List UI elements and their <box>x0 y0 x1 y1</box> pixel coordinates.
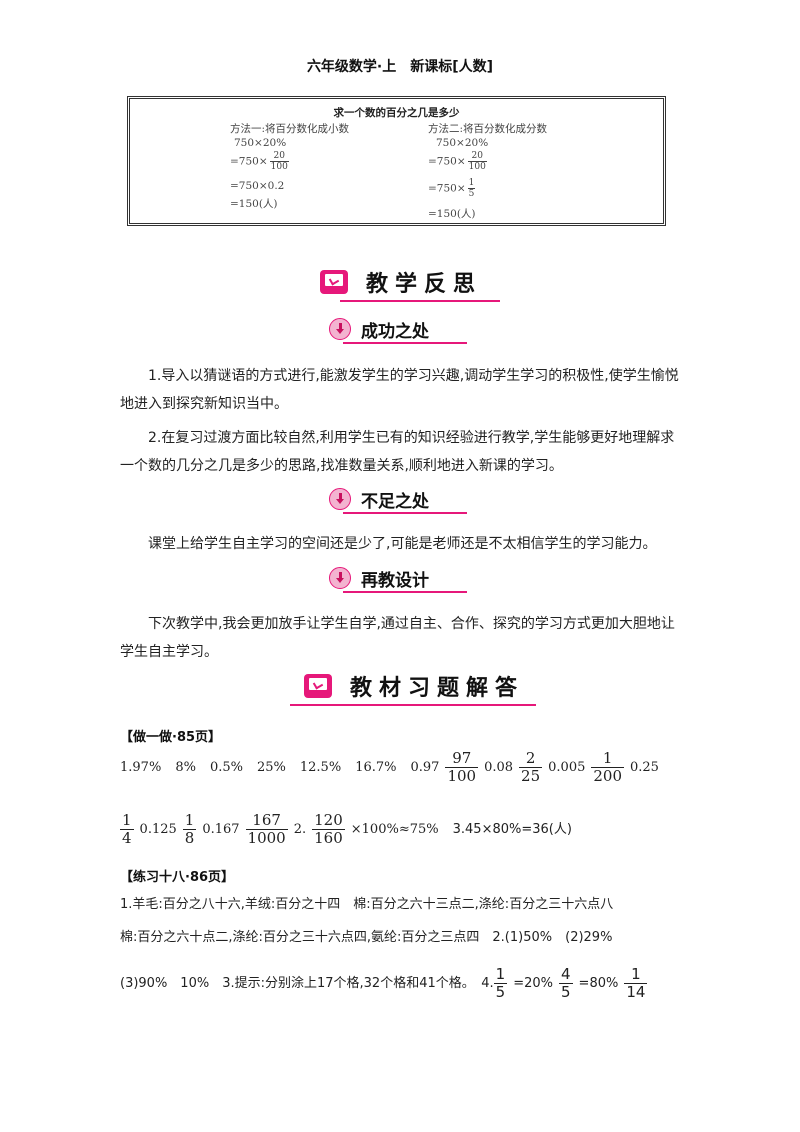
success-para-2: 2.在复习过渡方面比较自然,利用学生已有的知识经验进行教学,学生能够更好地理解求… <box>120 430 675 474</box>
monitor-icon <box>320 270 348 294</box>
answers-heading-86: 【练习十八·86页】 <box>120 870 235 885</box>
method-one-line1: 750×20% <box>234 137 287 149</box>
subsection-underline <box>343 342 467 344</box>
section-title: 教材习题解答 <box>350 676 525 701</box>
method-box-title: 求一个数的百分之几是多少 <box>333 107 460 119</box>
success-para-1: 1.导入以猜谜语的方式进行,能激发学生的学习兴趣,调动学生学习的积极性,使学生愉… <box>120 368 679 412</box>
method-box: 求一个数的百分之几是多少 方法一:将百分数化成小数 750×20% =750×2… <box>127 96 666 226</box>
arrow-down-icon <box>329 318 351 340</box>
subsection-shortcoming: 不足之处 <box>329 486 469 514</box>
method-two-heading: 方法二:将百分数化成分数 <box>428 123 548 135</box>
subsection-title: 不足之处 <box>361 492 429 512</box>
method-two-line4: =150(人) <box>428 208 476 220</box>
section-banner-answers: 教材习题解答 <box>290 670 544 706</box>
subsection-title: 再教设计 <box>361 571 429 591</box>
subsection-title: 成功之处 <box>361 322 429 342</box>
section-underline <box>290 704 536 706</box>
method-one-heading: 方法一:将百分数化成小数 <box>230 123 350 135</box>
method-one-line3: =750×0.2 <box>230 180 285 192</box>
subsection-redesign: 再教设计 <box>329 565 469 593</box>
redesign-para: 下次教学中,我会更加放手让学生自学,通过自主、合作、探究的学习方式更加大胆地让学… <box>120 616 675 660</box>
answers-line-3: 1.羊毛:百分之八十六,羊绒:百分之十四 棉:百分之六十三点二,涤纶:百分之三十… <box>120 897 614 912</box>
section-banner-reflection: 教学反思 <box>320 266 500 302</box>
subsection-underline <box>343 512 467 514</box>
page-header: 六年级数学·上 新课标[人数] <box>306 59 494 75</box>
answers-heading-85: 【做一做·85页】 <box>120 730 222 745</box>
method-two-line1: 750×20% <box>436 137 489 149</box>
subsection-success: 成功之处 <box>329 316 469 344</box>
section-underline <box>340 300 500 302</box>
arrow-down-icon <box>329 567 351 589</box>
arrow-down-icon <box>329 488 351 510</box>
subsection-underline <box>343 591 467 593</box>
section-title: 教学反思 <box>366 272 483 297</box>
answers-line-4: 棉:百分之六十点二,涤纶:百分之三十六点四,氨纶:百分之三点四 2.(1)50%… <box>120 930 613 945</box>
shortcoming-para: 课堂上给学生自主学习的空间还是少了,可能是老师还是不太相信学生的学习能力。 <box>148 536 657 552</box>
monitor-icon <box>304 674 332 698</box>
method-one-line4: =150(人) <box>230 198 278 210</box>
